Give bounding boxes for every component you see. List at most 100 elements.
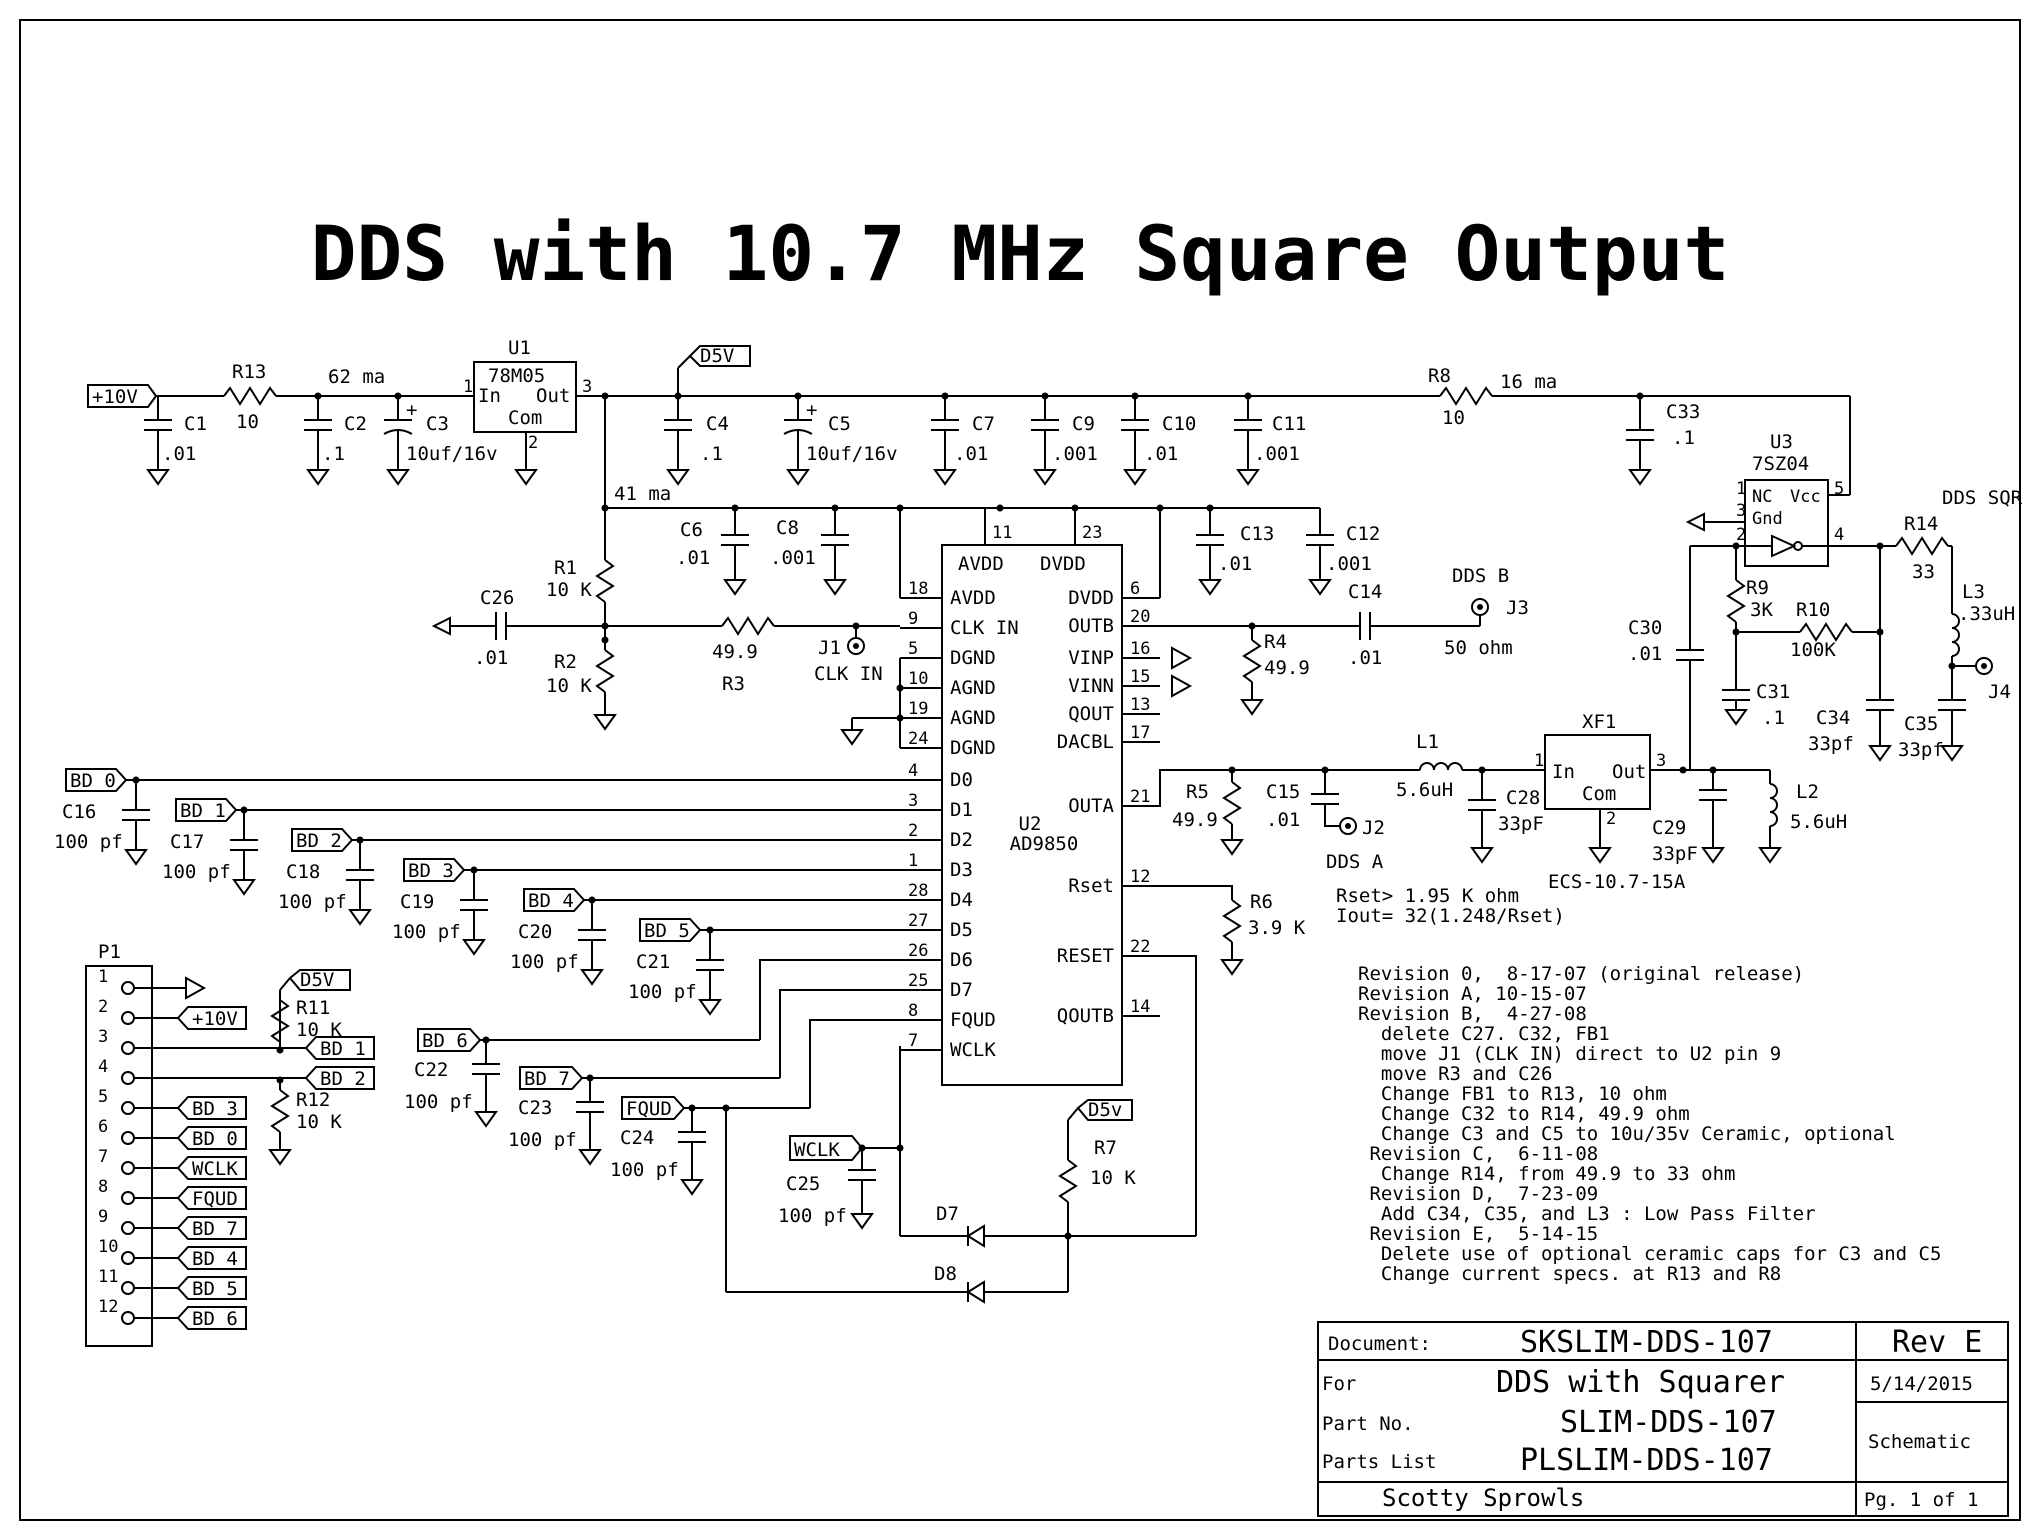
svg-text:R4: R4	[1264, 631, 1287, 653]
svg-text:R2: R2	[554, 651, 577, 673]
svg-text:1: 1	[908, 851, 918, 871]
revision-line: Change C32 to R14, 49.9 ohm	[1358, 1103, 1690, 1125]
revision-line: Change FB1 to R13, 10 ohm	[1358, 1083, 1667, 1105]
u2-pin-10: 10 AGND	[900, 669, 996, 699]
svg-text:Com: Com	[1582, 783, 1616, 805]
svg-text:5.6uH: 5.6uH	[1790, 811, 1847, 833]
title-block: Document: SKSLIM-DDS-107 Rev E For DDS w…	[1317, 1321, 2009, 1517]
svg-text:P1: P1	[98, 941, 121, 963]
net-flag-p1-8: FQUD	[176, 1186, 247, 1210]
svg-text:.01: .01	[676, 547, 710, 569]
capacitor-c11: C11 .001	[1234, 396, 1306, 486]
svg-text:DDS A: DDS A	[1326, 851, 1384, 873]
capacitor-c4: C4 .1	[664, 396, 729, 486]
svg-text:C33: C33	[1666, 401, 1700, 423]
svg-text:QOUT: QOUT	[1068, 703, 1114, 725]
svg-text:DGND: DGND	[950, 737, 996, 759]
svg-text:C9: C9	[1072, 413, 1095, 435]
svg-text:1: 1	[463, 377, 473, 397]
svg-text:3: 3	[1656, 751, 1666, 771]
svg-text:100 pf: 100 pf	[610, 1159, 679, 1181]
svg-text:C3: C3	[426, 413, 449, 435]
revision-history: Revision 0, 8-17-07 (original release)Re…	[1358, 963, 1941, 1285]
svg-text:XF1: XF1	[1582, 711, 1616, 733]
svg-text:.1: .1	[1762, 707, 1785, 729]
svg-text:3: 3	[98, 1027, 108, 1047]
svg-text:100 pf: 100 pf	[778, 1205, 847, 1227]
svg-text:10: 10	[908, 669, 928, 689]
u3-bias-network: C30 .01 R9 3K C31 .1 R10 100K	[1628, 542, 1880, 770]
svg-text:BD 0: BD 0	[70, 770, 116, 792]
u2-pin-7: 7 WCLK	[900, 1031, 996, 1061]
capacitor-c1: C1 .01	[144, 396, 207, 486]
svg-text:C6: C6	[680, 519, 703, 541]
net-flag-p1-11: BD 5	[176, 1276, 247, 1300]
net-flag-bus: BD 0	[65, 768, 128, 792]
svg-text:C18: C18	[286, 861, 320, 883]
svg-text:D3: D3	[950, 859, 973, 881]
svg-text:D7: D7	[936, 1203, 959, 1225]
net-flag-bus: BD 1	[175, 798, 238, 822]
svg-text:12: 12	[1130, 867, 1150, 887]
svg-text:ECS-10.7-15A: ECS-10.7-15A	[1548, 871, 1686, 893]
svg-text:D5V: D5V	[300, 969, 334, 991]
capacitor-c26: C26 .01	[431, 587, 605, 669]
net-flag-bus: BD 6	[417, 1028, 482, 1052]
p1-pin-5: 5BD 3	[98, 1087, 247, 1120]
inductor-l2: L2 5.6uH	[1758, 770, 1847, 864]
svg-text:2: 2	[1606, 809, 1616, 829]
svg-text:+: +	[806, 399, 817, 421]
svg-text:23: 23	[1082, 523, 1102, 543]
svg-text:AVDD: AVDD	[950, 587, 996, 609]
svg-text:C23: C23	[518, 1097, 552, 1119]
p1-pin-1: 1	[98, 967, 135, 995]
p1-pin-6: 6BD 0	[98, 1117, 247, 1150]
svg-text:C31: C31	[1756, 681, 1790, 703]
svg-text:L1: L1	[1416, 731, 1439, 753]
analog-supply-rail: 41 ma	[601, 396, 1320, 512]
svg-text:3.9 K: 3.9 K	[1248, 917, 1306, 939]
svg-text:C19: C19	[400, 891, 434, 913]
svg-text:7: 7	[98, 1147, 108, 1167]
svg-text:BD 7: BD 7	[192, 1218, 238, 1240]
svg-text:2: 2	[528, 433, 538, 453]
svg-text:7: 7	[908, 1031, 918, 1051]
svg-text:4: 4	[908, 761, 918, 781]
svg-text:AGND: AGND	[950, 677, 996, 699]
svg-text:.01: .01	[1218, 553, 1252, 575]
ground-symbol	[185, 976, 207, 1000]
revision-line: Revision D, 7-23-09	[1358, 1183, 1598, 1205]
svg-text:C16: C16	[62, 801, 96, 823]
ground-left-symbol	[431, 616, 451, 636]
svg-text:DDS B: DDS B	[1452, 565, 1509, 587]
net-flag-10v-top-label: +10V	[92, 386, 138, 408]
svg-text:27: 27	[908, 911, 928, 931]
svg-text:BD 4: BD 4	[192, 1248, 238, 1270]
capacitor-c9: C9 .001	[1031, 396, 1098, 486]
svg-text:5: 5	[98, 1087, 108, 1107]
revision-line: delete C27. C32, FB1	[1358, 1023, 1610, 1045]
svg-text:R11: R11	[296, 997, 330, 1019]
svg-text:33pf: 33pf	[1898, 739, 1944, 761]
svg-text:WCLK: WCLK	[950, 1039, 996, 1061]
u2-right-pins: 6DVDD20OUTB16VINP15VINN13QOUT17DACBL21OU…	[1057, 579, 1160, 1027]
svg-text:50 ohm: 50 ohm	[1444, 637, 1513, 659]
svg-text:C5: C5	[828, 413, 851, 435]
net-flag-p1-9: BD 7	[176, 1216, 247, 1240]
regulator-u1: U1 78M05 In Out Com 1 3 2	[460, 337, 592, 486]
